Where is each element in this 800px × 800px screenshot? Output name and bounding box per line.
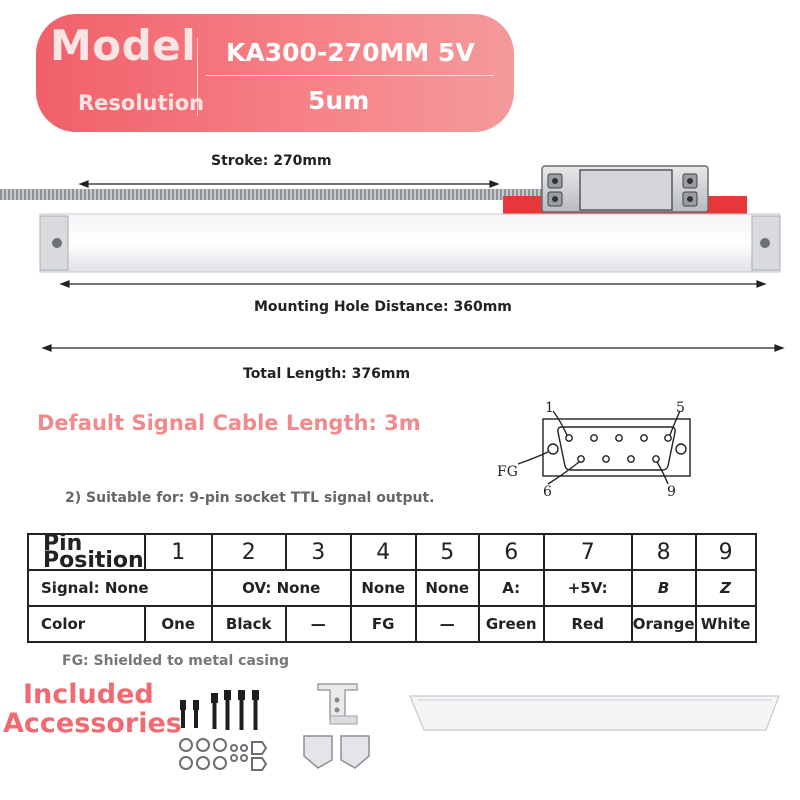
fg-shield-note: FG: Shielded to metal casing [62, 653, 290, 669]
pin-number: 8 [630, 533, 697, 571]
color-cell: — [414, 605, 480, 643]
accessories-illustration [179, 683, 780, 771]
fg-label: FG [497, 464, 518, 480]
pin-assignment-table: Pin Position 1 2 3 4 5 6 7 8 9 Signal: N… [27, 533, 757, 643]
color-header: Color [27, 605, 146, 643]
pin-number: 9 [694, 533, 757, 571]
model-header-banner [36, 14, 514, 132]
screw-set [180, 690, 259, 730]
mounting-hole-arrow [59, 280, 767, 288]
color-cell: White [694, 605, 757, 643]
cable-length-note: Default Signal Cable Length: 3m [37, 411, 421, 435]
header-divider-horizontal [206, 75, 494, 76]
model-value: KA300-270MM 5V [226, 38, 475, 67]
mounting-hole-right [675, 443, 687, 455]
pin-number: 2 [210, 533, 287, 571]
reading-head [541, 165, 709, 213]
mounting-bracket [317, 683, 358, 725]
color-row: Color One Black — FG — Green Red Orange … [27, 605, 757, 643]
signal-cell: A: [477, 569, 545, 607]
cover-strip [409, 695, 780, 731]
color-cell: FG [349, 605, 417, 643]
total-length-arrow [41, 344, 785, 352]
color-cell: Red [542, 605, 633, 643]
pin-6-label: 6 [543, 484, 552, 500]
color-cell: Black [210, 605, 287, 643]
model-label: Model [50, 21, 197, 70]
color-cell: — [284, 605, 352, 643]
mounting-hole-distance-label: Mounting Hole Distance: 360mm [254, 299, 512, 315]
washers-and-nuts [179, 738, 268, 771]
pin-number: 1 [143, 533, 213, 571]
signal-cable [0, 189, 560, 200]
suitable-for-note: 2) Suitable for: 9-pin socket TTL signal… [65, 490, 435, 506]
pin-position-header: Pin Position [27, 533, 146, 571]
signal-cell: None [414, 569, 480, 607]
stroke-arrow [78, 180, 500, 188]
scale-body [39, 213, 781, 273]
signal-cell: +5V: [542, 569, 633, 607]
color-cell: Orange [630, 605, 697, 643]
included-accessories-title: Included Accessories [3, 680, 182, 738]
signal-cell: Z [694, 569, 757, 607]
signal-cell: B [630, 569, 697, 607]
connector-shell [542, 418, 691, 477]
accessories-title-line: Accessories [3, 708, 182, 739]
resolution-value: 5um [308, 86, 370, 115]
signal-cell: OV: None [210, 569, 352, 607]
pin-number: 6 [477, 533, 545, 571]
header-divider-vertical [197, 38, 198, 116]
db9-connector-diagram: 1 5 6 9 FG [497, 400, 691, 500]
pin-5-label: 5 [676, 400, 685, 416]
accessories-title-line: Included [23, 679, 154, 710]
pin-number: 5 [414, 533, 480, 571]
signal-header: Signal: None [27, 569, 213, 607]
pin-1-label: 1 [545, 400, 554, 416]
pin-number-row: Pin Position 1 2 3 4 5 6 7 8 9 [27, 533, 757, 571]
color-cell: One [143, 605, 213, 643]
resolution-label: Resolution [78, 91, 205, 115]
stroke-label: Stroke: 270mm [211, 153, 332, 169]
total-length-label: Total Length: 376mm [243, 366, 411, 382]
pin-9-label: 9 [667, 484, 676, 500]
pin-number: 7 [542, 533, 633, 571]
signal-row: Signal: None OV: None None None A: +5V: … [27, 569, 757, 607]
signal-cell: None [349, 569, 417, 607]
pin-number: 3 [284, 533, 352, 571]
angle-brackets [303, 735, 370, 769]
mounting-hole-left [547, 443, 559, 455]
pin-number: 4 [349, 533, 417, 571]
color-cell: Green [477, 605, 545, 643]
linear-scale-illustration [0, 165, 785, 352]
